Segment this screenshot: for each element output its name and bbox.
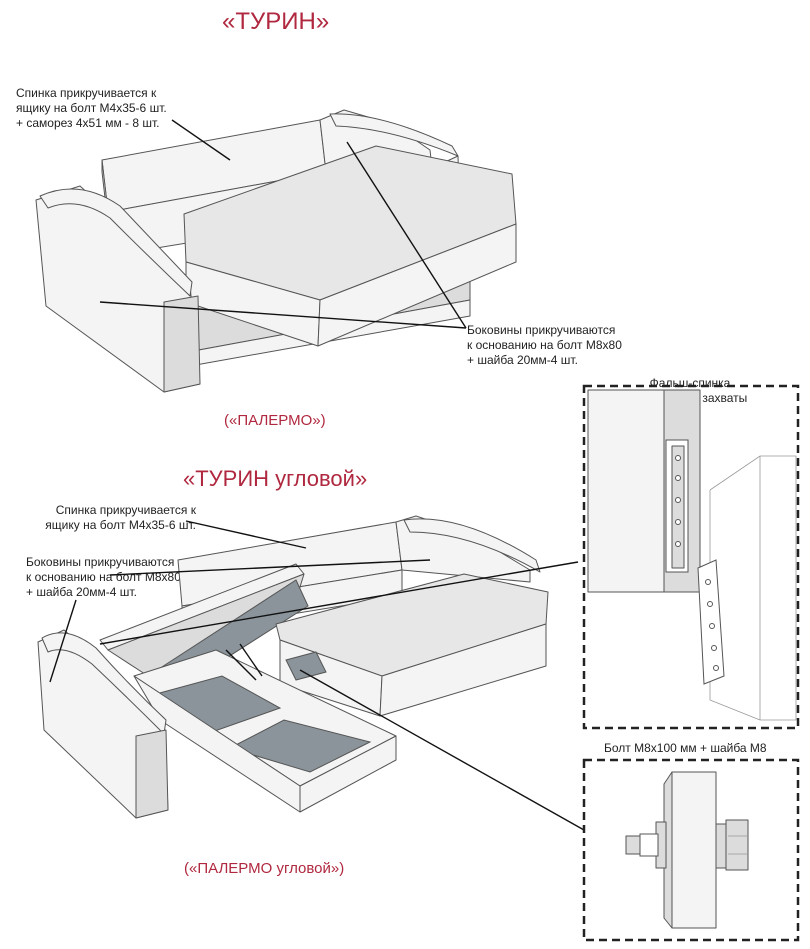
bolt-caption: Болт М8х100 мм + шайба М8 (604, 741, 767, 755)
top-back-note: Спинка прикручивается к ящику на болт М4… (16, 86, 167, 130)
false-back-detail (582, 384, 800, 730)
bottom-back-note: Спинка прикручивается к ящику на болт М4… (45, 503, 196, 532)
bolt-detail (582, 758, 800, 942)
top-title: «ТУРИН» (222, 8, 330, 35)
top-leader-lines (99, 119, 467, 329)
bottom-leader-lines (49, 520, 585, 831)
bolt-detail-frame (582, 758, 800, 942)
bottom-title: «ТУРИН угловой» (183, 466, 368, 491)
top-sofa (35, 109, 517, 393)
top-subtitle: («ПАЛЕРМО») (224, 412, 326, 429)
bottom-sofa (37, 515, 549, 819)
bottom-subtitle: («ПАЛЕРМО угловой») (184, 860, 345, 877)
bottom-sides-note: Боковины прикручиваются к основанию на б… (26, 555, 181, 599)
false-back-detail-frame (582, 384, 800, 730)
bottom-storage-floor-right (228, 719, 372, 773)
hook-plate (697, 559, 725, 685)
top-sides-note: Боковины прикручиваются к основанию на б… (467, 323, 622, 367)
